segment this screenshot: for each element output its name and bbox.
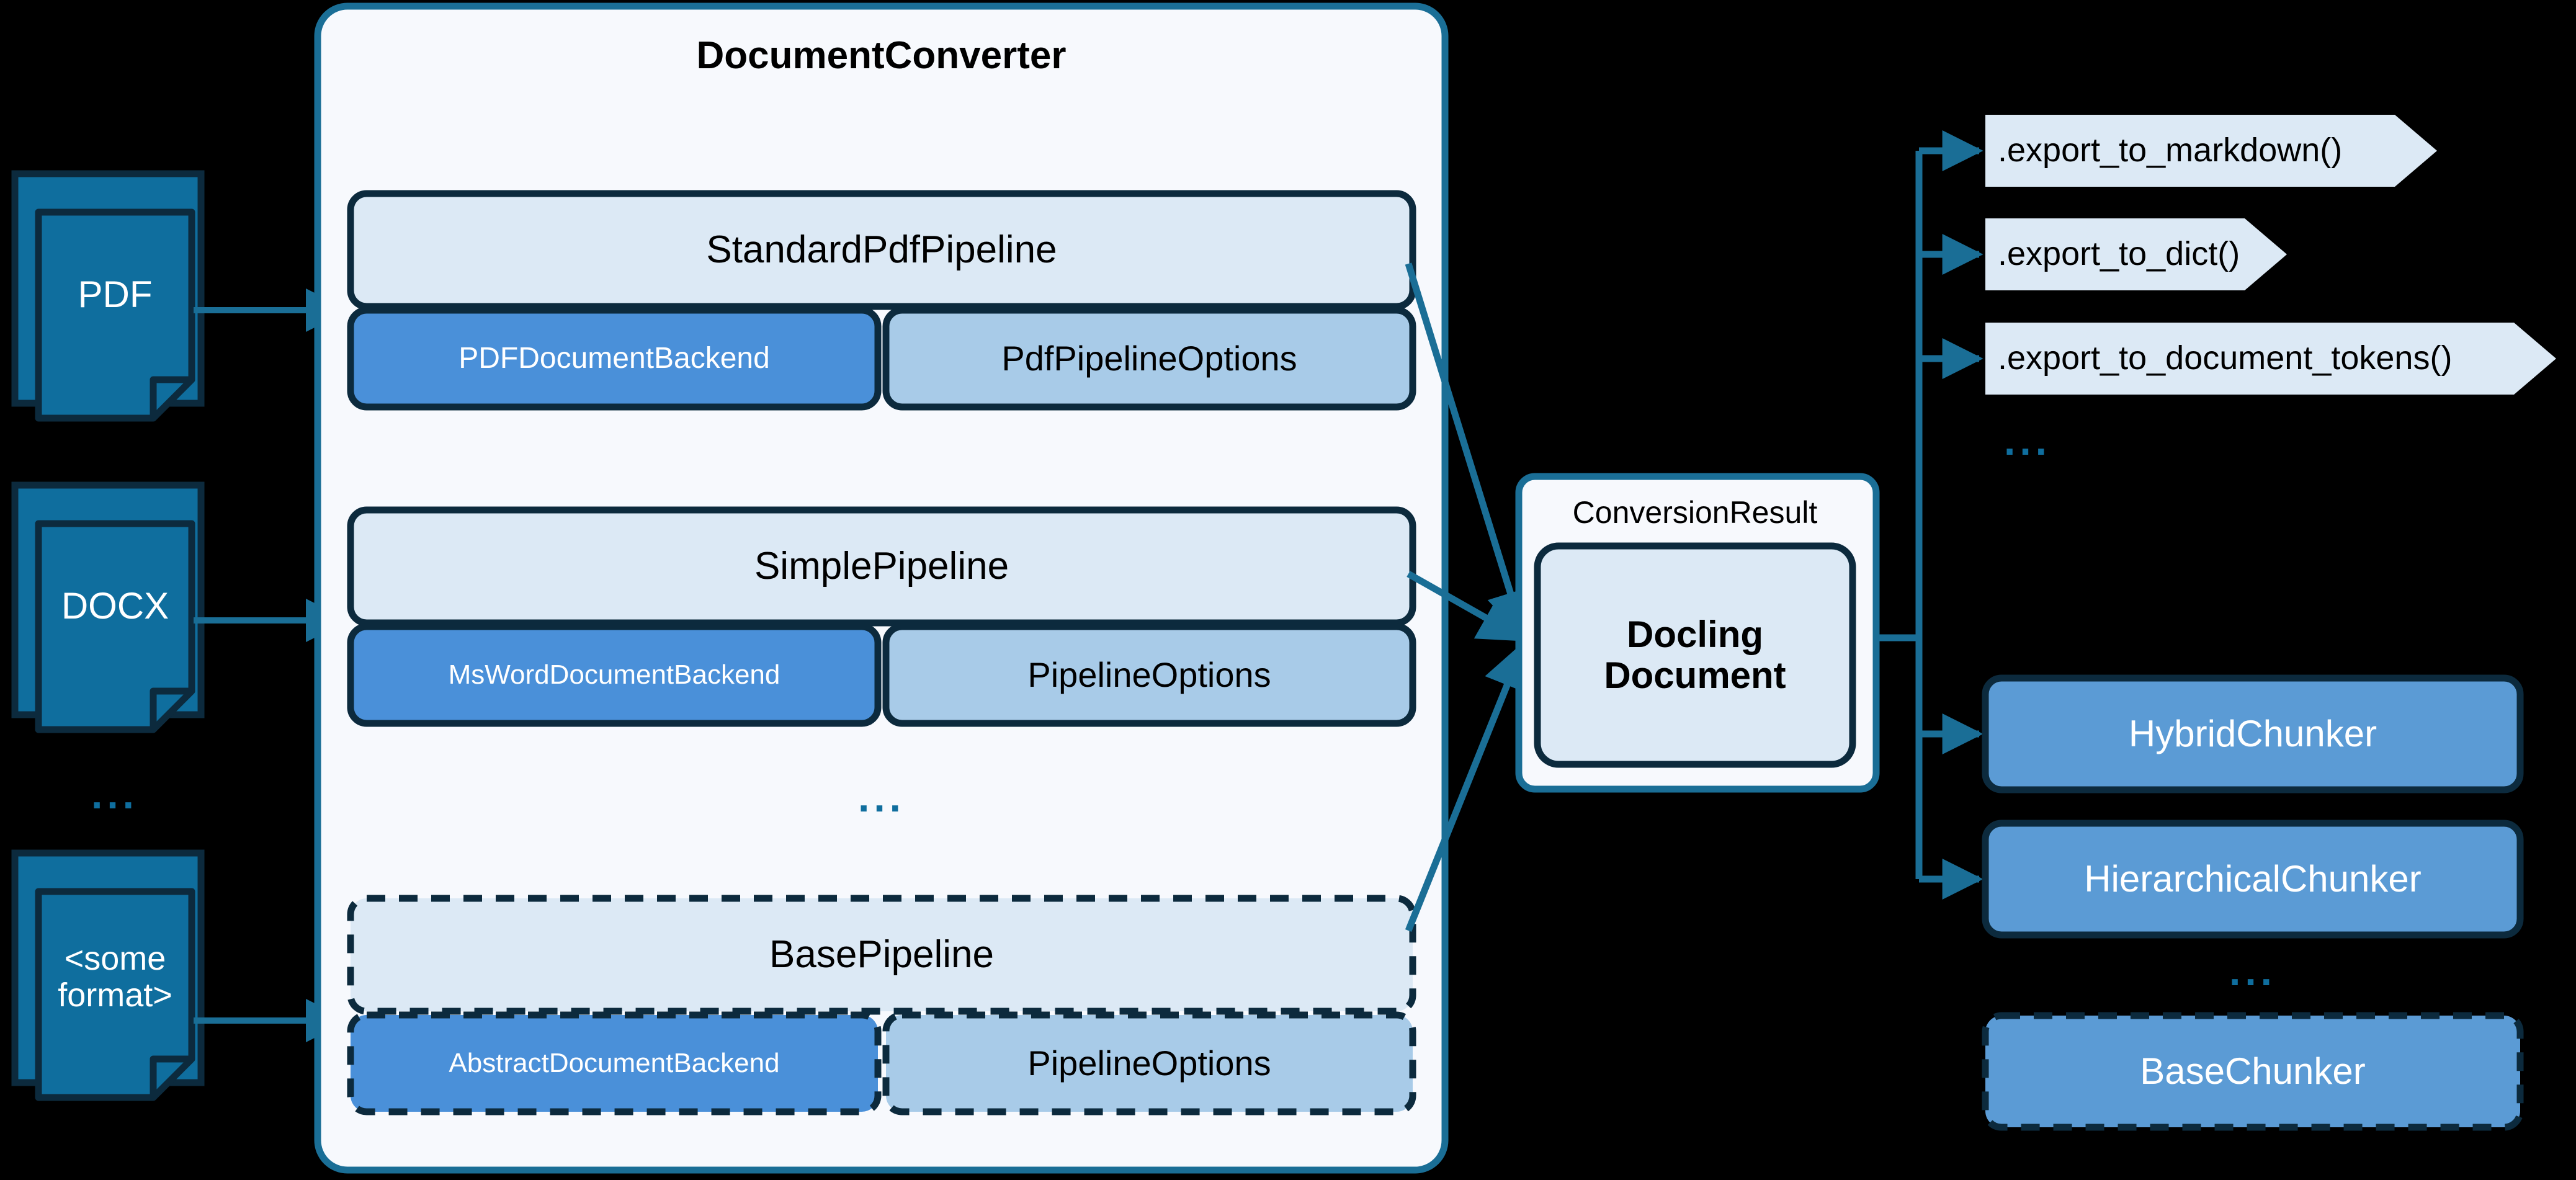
arrow-standard-to-result	[1405, 262, 1534, 639]
pipeline-group-base	[347, 895, 1416, 1115]
pipeline-group-simple	[347, 506, 1416, 727]
chunker-box-base	[1982, 1012, 2524, 1131]
export-banner-dict	[1985, 218, 2287, 290]
pipeline-group-standard-pdf	[347, 190, 1416, 411]
chunker-box-hybrid	[1982, 674, 2524, 793]
export-banner-markdown	[1985, 115, 2437, 187]
document-icon-pdf	[11, 170, 205, 422]
arrow-base-to-result	[1405, 640, 1529, 932]
document-icon-some-format	[11, 849, 205, 1101]
docling-document-box	[1534, 542, 1856, 768]
document-icon-docx	[11, 481, 205, 733]
arrow-simple-to-result	[1407, 571, 1527, 642]
export-banner-tokens	[1985, 323, 2556, 395]
output-connector-tree	[1876, 130, 1983, 900]
chunker-box-hierarchical	[1982, 820, 2524, 939]
